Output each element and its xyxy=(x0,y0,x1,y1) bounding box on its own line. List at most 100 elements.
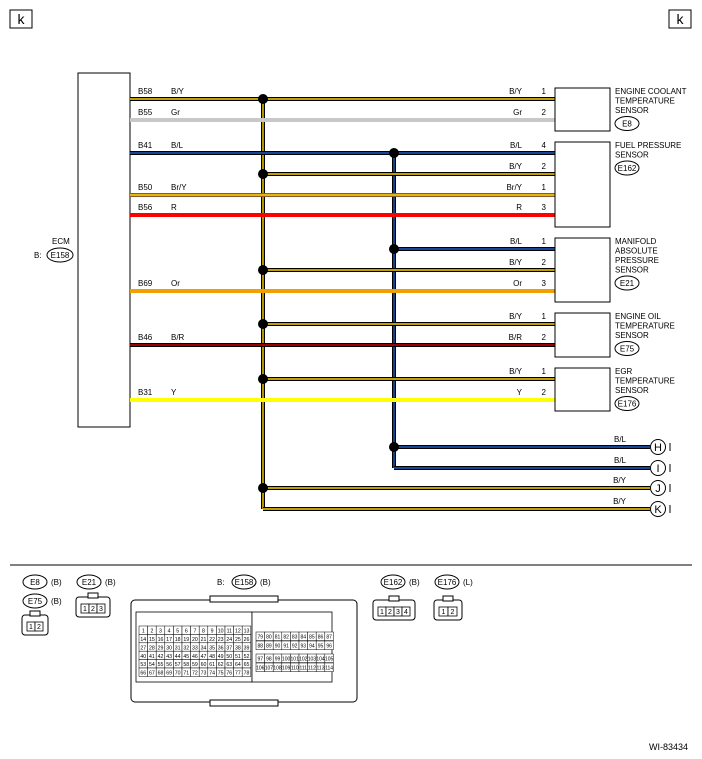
ecm-connector-pin: 69 xyxy=(166,671,172,677)
sensor-name-line: ABSOLUTE xyxy=(615,247,658,256)
ecm-connector-pin: 13 xyxy=(244,629,250,635)
splice-dot xyxy=(258,374,268,384)
ecm-connector-pin: 27 xyxy=(140,645,146,651)
sensor-pin-wire-code: B/Y xyxy=(509,367,523,376)
ecm-connector-pin: 56 xyxy=(166,662,172,668)
sensor-box xyxy=(554,237,611,303)
ecm-connector-pin: 99 xyxy=(275,657,281,663)
connector-view-oval xyxy=(22,593,48,609)
ecm-connector-pin: 45 xyxy=(183,654,189,660)
ecm-connector-pin: 78 xyxy=(244,671,250,677)
ecm-connector-pin: 64 xyxy=(235,662,241,668)
ecm-connector-pin: 89 xyxy=(266,644,272,650)
ecm-connector-pin: 84 xyxy=(301,635,307,641)
connector-view-suffix: (L) xyxy=(463,578,473,587)
ecm-connector-pin: 80 xyxy=(266,635,272,641)
ecm-connector-pin: 30 xyxy=(166,645,172,651)
ecm-connector-pin: 93 xyxy=(301,644,307,650)
ecm-connector-pin: 87 xyxy=(326,635,332,641)
sensor-pin-wire-code: B/Y xyxy=(509,87,523,96)
sensor-pin-wire-code: B/R xyxy=(509,333,523,342)
sensor-pin-wire-code: Gr xyxy=(513,108,522,117)
connector-view-suffix: (B) xyxy=(409,578,420,587)
sensor-name-line: EGR xyxy=(615,367,633,376)
ecm-connector-pin: 22 xyxy=(209,637,215,643)
sensor-connector-oval xyxy=(614,275,640,291)
sensor-pin-wire-code: R xyxy=(516,203,522,212)
ecm-connector-pin: 15 xyxy=(149,637,155,643)
ecm-connector-pin: 50 xyxy=(226,654,232,660)
ecm-connector-pin: 10 xyxy=(218,629,224,635)
sensor-pin-number: 1 xyxy=(542,237,547,246)
sensor-connector-oval xyxy=(614,116,640,131)
connector-view-prefix: B: xyxy=(217,578,225,587)
sensor-pin-number: 2 xyxy=(542,108,547,117)
ecm-pin-number: B55 xyxy=(138,108,153,117)
figure-id: WI-83434 xyxy=(649,742,688,752)
ecm-connector-pin: 113 xyxy=(317,666,325,672)
connector-view-cavity xyxy=(96,603,106,614)
splice-dot xyxy=(389,244,399,254)
sensor-pin-number: 1 xyxy=(542,312,547,321)
ecm-connector-pin: 24 xyxy=(226,637,232,643)
connector-views: E8(B)E75(B)E21(B)B:E158(B)E162(B)E176(L)… xyxy=(21,574,473,707)
ecm-connector-pin: 51 xyxy=(235,654,241,660)
ecm-connector-pin: 58 xyxy=(183,662,189,668)
continuation-letter: K xyxy=(654,504,662,516)
connector-view-suffix: (B) xyxy=(260,578,271,587)
ecm-pin-number: B46 xyxy=(138,333,153,342)
connector-view-name: E75 xyxy=(28,597,43,606)
ecm-connector-pin: 92 xyxy=(292,644,298,650)
ecm-connector-pin: 71 xyxy=(183,671,189,677)
ecm-connector-pin: 54 xyxy=(149,662,155,668)
continuation-wire-code: B/L xyxy=(614,456,627,465)
ecm-connector-pin: 83 xyxy=(292,635,298,641)
ecm-connector-pin: 34 xyxy=(201,645,207,651)
connector-view-latch xyxy=(29,610,41,617)
ecm-connector-pin: 109 xyxy=(282,666,291,672)
ecm-connector-pin: 91 xyxy=(283,644,289,650)
ecm-connector-pin: 41 xyxy=(149,654,155,660)
ecm-connector-cavity xyxy=(324,662,334,672)
sensor-pin-wire-code: B/Y xyxy=(509,162,523,171)
connector-view-suffix: (B) xyxy=(51,597,62,606)
sensor-connector-oval xyxy=(614,160,640,176)
ecm-connector-pin: 60 xyxy=(201,662,207,668)
ecm-connector-pin: 95 xyxy=(318,644,324,650)
sensor-name-line: ENGINE COOLANT xyxy=(615,87,687,96)
ecm-connector-pin: 85 xyxy=(309,635,315,641)
ecm-connector-pin: 19 xyxy=(183,637,189,643)
sensor-connector-label: E176 xyxy=(618,400,637,409)
sensor-box xyxy=(554,87,611,132)
ecm-pin-number: B69 xyxy=(138,279,153,288)
ecm-pin-number: B58 xyxy=(138,87,153,96)
connector-view-name: E8 xyxy=(30,578,40,587)
sensor-pin-wire-code: Y xyxy=(517,388,523,397)
ecm-connector-pin: 23 xyxy=(218,637,224,643)
connector-view-oval xyxy=(22,574,48,590)
svg-text:k: k xyxy=(677,11,685,27)
connector-view-latch xyxy=(442,595,454,602)
continuation-letter: J xyxy=(655,483,661,495)
ecm-connector-pin: 79 xyxy=(258,635,264,641)
ecm-connector-pin: 101 xyxy=(291,657,300,663)
connector-view-oval xyxy=(380,574,406,590)
continuation-circle xyxy=(650,460,666,476)
sensor-box xyxy=(554,141,611,228)
ecm-connector-pin: 42 xyxy=(158,654,164,660)
ecm-connector-pin: 38 xyxy=(235,645,241,651)
splice-dot xyxy=(258,319,268,329)
ecm-connector-pin: 35 xyxy=(209,645,215,651)
ecm-connector-pin: 76 xyxy=(226,671,232,677)
sensor-name-line: PRESSURE xyxy=(615,256,659,265)
ecm-connector-pin: 105 xyxy=(325,657,334,663)
ecm-connector-cavity xyxy=(324,640,334,650)
ecm-connector-pin: 66 xyxy=(140,671,146,677)
ecm-connector-latch xyxy=(209,595,279,603)
ecm-connector-pin: 5 xyxy=(176,629,179,635)
continuation-wire-code: B/Y xyxy=(613,476,627,485)
ecm-connector-pin: 17 xyxy=(166,637,172,643)
sensor-pin-wire-code: Br/Y xyxy=(506,183,522,192)
connector-view-cavity xyxy=(401,606,411,617)
